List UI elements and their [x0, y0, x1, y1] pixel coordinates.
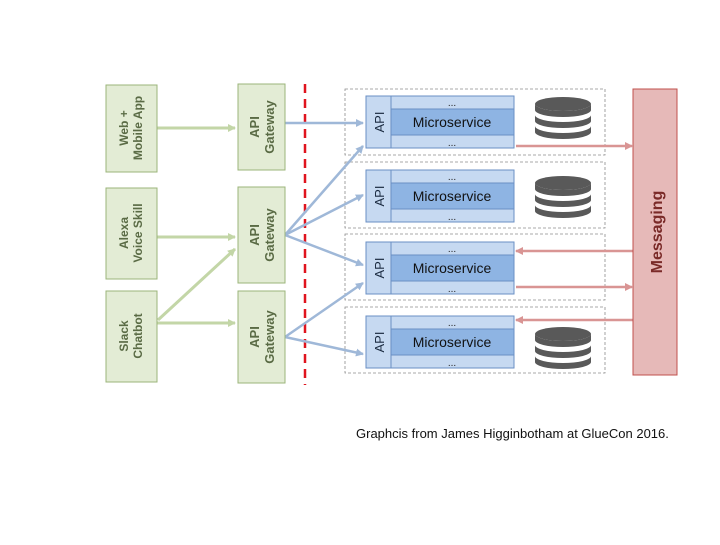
- arrow-slack-to-gateway2: [156, 247, 237, 322]
- client-label-line1: Web +: [117, 110, 131, 145]
- client-web-mobile: Web + Mobile App: [105, 84, 158, 173]
- gateway-label-line1: API: [247, 224, 262, 246]
- gateway-label-line2: Gateway: [262, 309, 277, 363]
- microservice-4: API Microservice ... ...: [365, 315, 515, 369]
- arrow-gw3-to-svc3: [284, 281, 364, 339]
- service-api-label: API: [372, 332, 387, 353]
- service-group-2: [344, 161, 606, 229]
- messaging-label: Messaging: [649, 191, 666, 274]
- service-api-label: API: [372, 258, 387, 279]
- arrow-gw2-to-svc1: [284, 145, 364, 236]
- service-group-1: [344, 88, 606, 156]
- service-top-ellipsis: ...: [448, 244, 456, 255]
- service-bottom-ellipsis: ...: [448, 138, 456, 149]
- service-top-ellipsis: ...: [448, 172, 456, 183]
- service-bottom-ellipsis: ...: [448, 284, 456, 295]
- service-name: Microservice: [413, 188, 492, 204]
- service-api-label: API: [372, 112, 387, 133]
- client-label-line2: Voice Skill: [131, 203, 145, 262]
- arrow-gw2-to-svc3: [284, 233, 364, 267]
- microservice-1: API Microservice ... ...: [365, 95, 515, 149]
- service-group-4: [344, 306, 606, 374]
- source-caption: Graphcis from James Higginbotham at Glue…: [356, 426, 669, 441]
- api-gateway-3: API Gateway: [237, 290, 286, 384]
- database-icon: [535, 97, 591, 139]
- gateway-label-line2: Gateway: [262, 207, 277, 261]
- gateway-label-line1: API: [247, 116, 262, 138]
- service-bottom-ellipsis: ...: [448, 212, 456, 223]
- client-label-line2: Mobile App: [131, 96, 145, 160]
- service-top-ellipsis: ...: [448, 318, 456, 329]
- client-slack: Slack Chatbot: [105, 290, 158, 383]
- arrow-gw2-to-svc2: [284, 193, 364, 237]
- service-top-ellipsis: ...: [448, 98, 456, 109]
- service-name: Microservice: [413, 260, 492, 276]
- arrow-gw3-to-svc4: [284, 335, 364, 357]
- database-icon: [535, 176, 591, 218]
- service-name: Microservice: [413, 334, 492, 350]
- service-bottom-ellipsis: ...: [448, 358, 456, 369]
- messaging-bus: Messaging: [632, 88, 678, 376]
- client-alexa: Alexa Voice Skill: [105, 187, 158, 280]
- database-icon: [535, 327, 591, 369]
- client-label-line2: Chatbot: [131, 313, 145, 358]
- microservice-2: API Microservice ... ...: [365, 169, 515, 223]
- gateway-label-line1: API: [247, 326, 262, 348]
- api-gateway-2: API Gateway: [237, 186, 286, 284]
- service-api-label: API: [372, 186, 387, 207]
- client-label-line1: Alexa: [117, 217, 131, 249]
- microservice-3: API Microservice ... ...: [365, 241, 515, 295]
- service-group-3: [344, 233, 606, 301]
- service-name: Microservice: [413, 114, 492, 130]
- client-label-line1: Slack: [117, 320, 131, 352]
- api-gateway-1: API Gateway: [237, 83, 286, 171]
- gateway-label-line2: Gateway: [262, 99, 277, 153]
